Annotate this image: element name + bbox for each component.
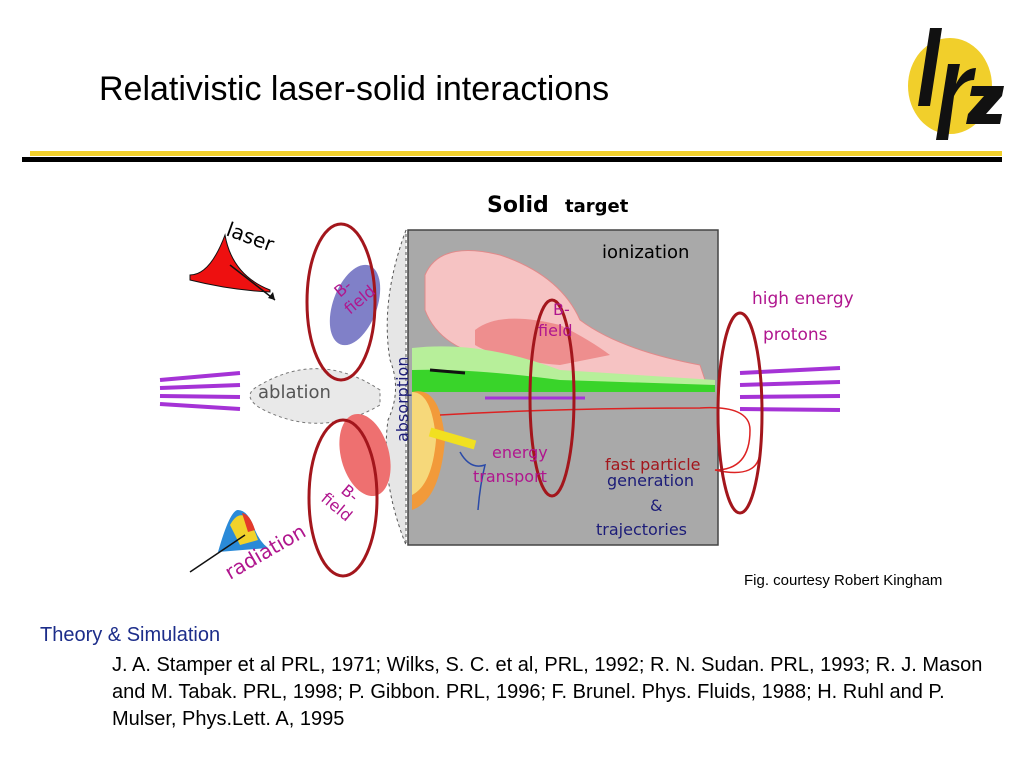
section-heading: Theory & Simulation	[40, 624, 221, 646]
label-generation: generation	[607, 471, 694, 490]
label-b-field-mid-b: B-	[553, 300, 570, 319]
figure-credit: Fig. courtesy Robert Kingham	[744, 572, 943, 589]
label-trajectories: trajectories	[596, 520, 687, 539]
laser-arrowhead	[268, 292, 275, 300]
label-laser: laser	[223, 217, 278, 256]
b-field-lobe-bottom	[339, 413, 391, 497]
electron-trajectory	[459, 451, 487, 511]
highlight-ellipses	[305, 222, 764, 578]
right-ion-arrows	[739, 366, 841, 412]
radiation-spectrum-yellow	[230, 515, 258, 545]
label-ionization: ionization	[602, 242, 689, 263]
slide-title: Relativistic laser-solid interactions	[99, 70, 610, 108]
label-energy: energy	[492, 443, 548, 462]
logo-letter-r	[936, 64, 976, 140]
title-underline-yellow	[30, 151, 1002, 156]
absorption-black-arrow	[429, 368, 466, 375]
label-high-energy: high energy	[752, 289, 854, 309]
laser-solid-diagram: Solid target laser ionization high energ…	[159, 193, 854, 584]
laser-direction-arrow	[229, 264, 276, 301]
title-underline-black	[22, 157, 1002, 162]
energy-transport-arrow	[428, 427, 477, 450]
label-transport: transport	[473, 467, 547, 486]
radiation-direction-arrow	[189, 534, 246, 573]
label-ablation: ablation	[258, 382, 331, 403]
label-b-field-mid-field: field	[538, 321, 573, 340]
label-ampersand: &	[650, 496, 662, 515]
logo-letter-z	[966, 86, 1004, 124]
energy-transport-core	[412, 392, 436, 495]
absorption-layer	[412, 369, 715, 392]
fast-particle-trajectory	[439, 406, 761, 474]
label-protons: protons	[763, 325, 828, 345]
logo-letter-l	[918, 28, 942, 106]
laser-pulse	[189, 233, 271, 293]
lrz-logo	[908, 28, 1004, 140]
plasma-front	[385, 229, 407, 546]
label-solid: Solid	[487, 193, 549, 218]
references: J. A. Stamper et al PRL, 1971; Wilks, S.…	[112, 654, 983, 730]
label-target: target	[565, 196, 629, 217]
b-field-lobe-top	[329, 264, 381, 346]
radiation-spectrum-red	[242, 513, 255, 532]
label-absorption: absorption	[393, 357, 412, 442]
left-ion-arrows	[159, 371, 241, 411]
label-fast-particle: fast particle	[605, 455, 700, 474]
ionization-core	[475, 318, 610, 365]
